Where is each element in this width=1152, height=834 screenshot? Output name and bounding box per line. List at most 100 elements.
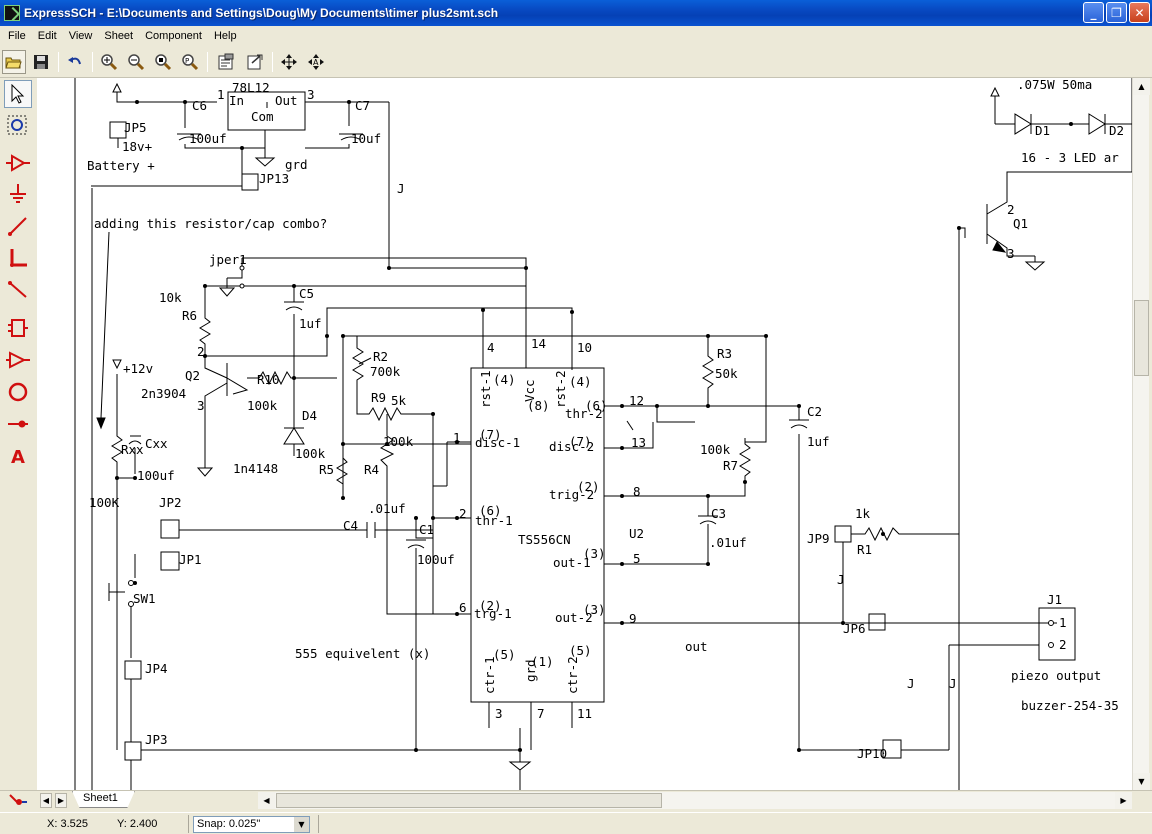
snap-select[interactable]: Snap: 0.025" ▼ — [193, 816, 310, 833]
sheet-next-button[interactable]: ▶ — [55, 793, 67, 808]
jp2-label: JP2 — [159, 495, 182, 510]
scroll-down-button[interactable]: ▼ — [1133, 773, 1150, 790]
svg-text:A: A — [11, 447, 25, 467]
r10-value: 100k — [247, 398, 278, 413]
x-coordinate: X: 3.525 — [47, 818, 88, 830]
v12-label: +12v — [123, 361, 154, 376]
q1-pin3: 3 — [1007, 246, 1015, 261]
q2-pin3: 3 — [197, 398, 205, 413]
u2-label: U2 — [629, 526, 645, 541]
tab-sheet1[interactable]: Sheet1 — [72, 791, 135, 808]
undo-button[interactable] — [63, 50, 87, 74]
ic-trg1: trg-1 — [474, 606, 512, 621]
text-icon: A — [11, 447, 25, 467]
r9-value: 5k — [391, 393, 407, 408]
scroll-right-button[interactable]: ▶ — [1115, 792, 1132, 809]
vertical-scrollbar[interactable]: ▲ ▼ — [1132, 78, 1150, 790]
r5-label: R5 — [319, 462, 335, 477]
c1-label: C1 — [419, 522, 435, 537]
ic-pin-label: 4 — [487, 340, 495, 355]
ic-thr1-num: (6) — [479, 503, 502, 518]
c1-value: 100uf — [417, 552, 455, 567]
status-bar: X: 3.525 Y: 2.400 Snap: 0.025" ▼ — [0, 812, 1152, 834]
rectangle-tool[interactable] — [4, 314, 32, 342]
555-note: 555 equivelent (x) — [295, 646, 431, 661]
r6-label: R6 — [182, 308, 198, 323]
properties-button[interactable] — [214, 50, 238, 74]
toolbar: P A — [0, 46, 1152, 78]
ic-part-label: TS556CN — [518, 532, 571, 547]
c4-label: C4 — [343, 518, 359, 533]
menu-sheet[interactable]: Sheet — [104, 29, 134, 42]
ic-grd-num: (1) — [531, 654, 554, 669]
schematic-canvas[interactable]: 78L12 In Out Com 1 3 C6 C7 100uf 10uf gr… — [37, 78, 1132, 790]
horizontal-scrollbar[interactable]: ◀ ▶ — [258, 792, 1132, 809]
zoom-in-button[interactable] — [97, 50, 121, 74]
app-icon — [4, 5, 20, 21]
j1-conn-label: J1 — [1047, 592, 1063, 607]
rxx-label: Rxx — [121, 442, 144, 457]
maximize-button[interactable]: ❐ — [1106, 2, 1127, 23]
component-tool[interactable] — [4, 149, 32, 177]
j1-pin1: 1 — [1059, 615, 1067, 630]
ic-pin-label: 2 — [459, 506, 467, 521]
horizontal-scroll-thumb[interactable] — [276, 793, 662, 808]
zoom-in-icon — [101, 54, 118, 71]
open-button[interactable] — [2, 50, 26, 74]
v18-label: 18v+ — [122, 139, 153, 154]
export-button[interactable] — [243, 50, 267, 74]
jp1-label: JP1 — [179, 552, 202, 567]
junction-tool[interactable] — [4, 410, 32, 438]
ic-pin-label: 5 — [633, 551, 641, 566]
circle-tool[interactable] — [4, 378, 32, 406]
chevron-down-icon[interactable]: ▼ — [294, 817, 309, 832]
net-port-tool[interactable] — [4, 346, 32, 374]
ic-thr2: thr-2 — [565, 406, 603, 421]
menu-help[interactable]: Help — [213, 29, 237, 42]
undo-icon — [68, 57, 81, 65]
move-icon — [281, 54, 297, 70]
save-button[interactable] — [29, 50, 53, 74]
select-tool[interactable] — [4, 80, 32, 108]
text-tool[interactable]: A — [4, 442, 32, 470]
svg-text:P: P — [185, 57, 189, 65]
zoom-page-icon: P — [182, 54, 199, 71]
zoom-area-button[interactable] — [151, 50, 175, 74]
zoom-page-button[interactable]: P — [178, 50, 202, 74]
sheet-prev-button[interactable]: ◀ — [40, 793, 52, 808]
buzzer-label: buzzer-254-35 — [1021, 698, 1119, 713]
close-button[interactable]: ✕ — [1129, 2, 1150, 23]
c3-label: C3 — [711, 506, 727, 521]
scroll-up-button[interactable]: ▲ — [1133, 78, 1150, 95]
r7-value: 100k — [700, 442, 731, 457]
zoom-out-button[interactable] — [124, 50, 148, 74]
j1-pin2: 2 — [1059, 637, 1067, 652]
tool-palette: A — [0, 78, 36, 802]
zoom-select-tool[interactable] — [4, 112, 32, 140]
scroll-left-button[interactable]: ◀ — [258, 792, 275, 809]
minimize-button[interactable]: _ — [1083, 2, 1104, 23]
circle-icon — [8, 382, 28, 402]
line-tool[interactable] — [4, 276, 32, 304]
wire-tool[interactable] — [4, 212, 32, 240]
j-label: J — [907, 676, 915, 691]
menu-component[interactable]: Component — [145, 29, 202, 42]
c6-label: C6 — [192, 98, 208, 113]
ground-tool[interactable] — [4, 180, 32, 208]
ic-thr2-num: (6) — [585, 398, 608, 413]
vertical-scroll-thumb[interactable] — [1134, 300, 1149, 376]
ic-pin-label: 10 — [577, 340, 593, 355]
move-button[interactable] — [277, 50, 301, 74]
j-label: J — [397, 181, 405, 196]
menu-view[interactable]: View — [68, 29, 93, 42]
d4-value: 100k — [295, 446, 326, 461]
d4-label: D4 — [302, 408, 318, 423]
menu-edit[interactable]: Edit — [37, 29, 57, 42]
r100k-value: 100K — [89, 495, 120, 510]
d4-type: 1n4148 — [233, 461, 279, 476]
menu-file[interactable]: File — [8, 29, 26, 42]
bus-tool[interactable] — [4, 244, 32, 272]
auto-pan-button[interactable]: A — [304, 50, 328, 74]
ic-trg1-num: (2) — [479, 598, 502, 613]
pin-tool-bottom[interactable] — [6, 791, 30, 809]
